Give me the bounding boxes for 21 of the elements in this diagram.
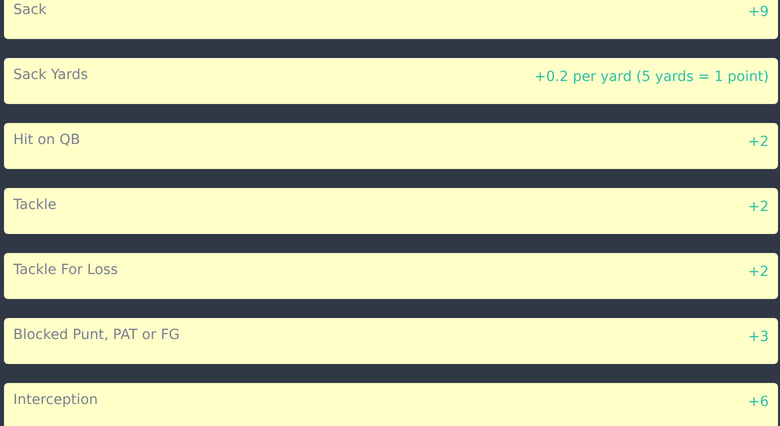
stat-label: Hit on QB	[14, 133, 80, 146]
stat-label: Tackle For Loss	[13, 263, 118, 274]
scoring-row	[4, 188, 778, 234]
point-value: +6	[750, 396, 768, 406]
point-value: +2	[750, 200, 768, 211]
point-value: +9	[750, 6, 768, 16]
point-value: +2	[750, 266, 768, 276]
scoring-row	[4, 253, 778, 299]
stat-label: Interception	[14, 393, 97, 407]
scoring-row	[4, 383, 778, 426]
stat-label: Sack	[14, 3, 46, 14]
stat-label: Sack Yards	[14, 68, 88, 80]
point-value: +0.2 per yard (5 yards = 1 point)	[536, 70, 768, 84]
scoring-row	[4, 123, 778, 169]
point-value: +2	[750, 136, 768, 146]
stat-label: Tackle	[13, 198, 56, 210]
stat-label: Blocked Punt, PAT or FG	[14, 328, 178, 341]
scoring-row	[4, 0, 778, 39]
scoring-row	[4, 58, 778, 104]
point-value: +3	[750, 330, 768, 342]
scoring-row	[4, 318, 778, 364]
